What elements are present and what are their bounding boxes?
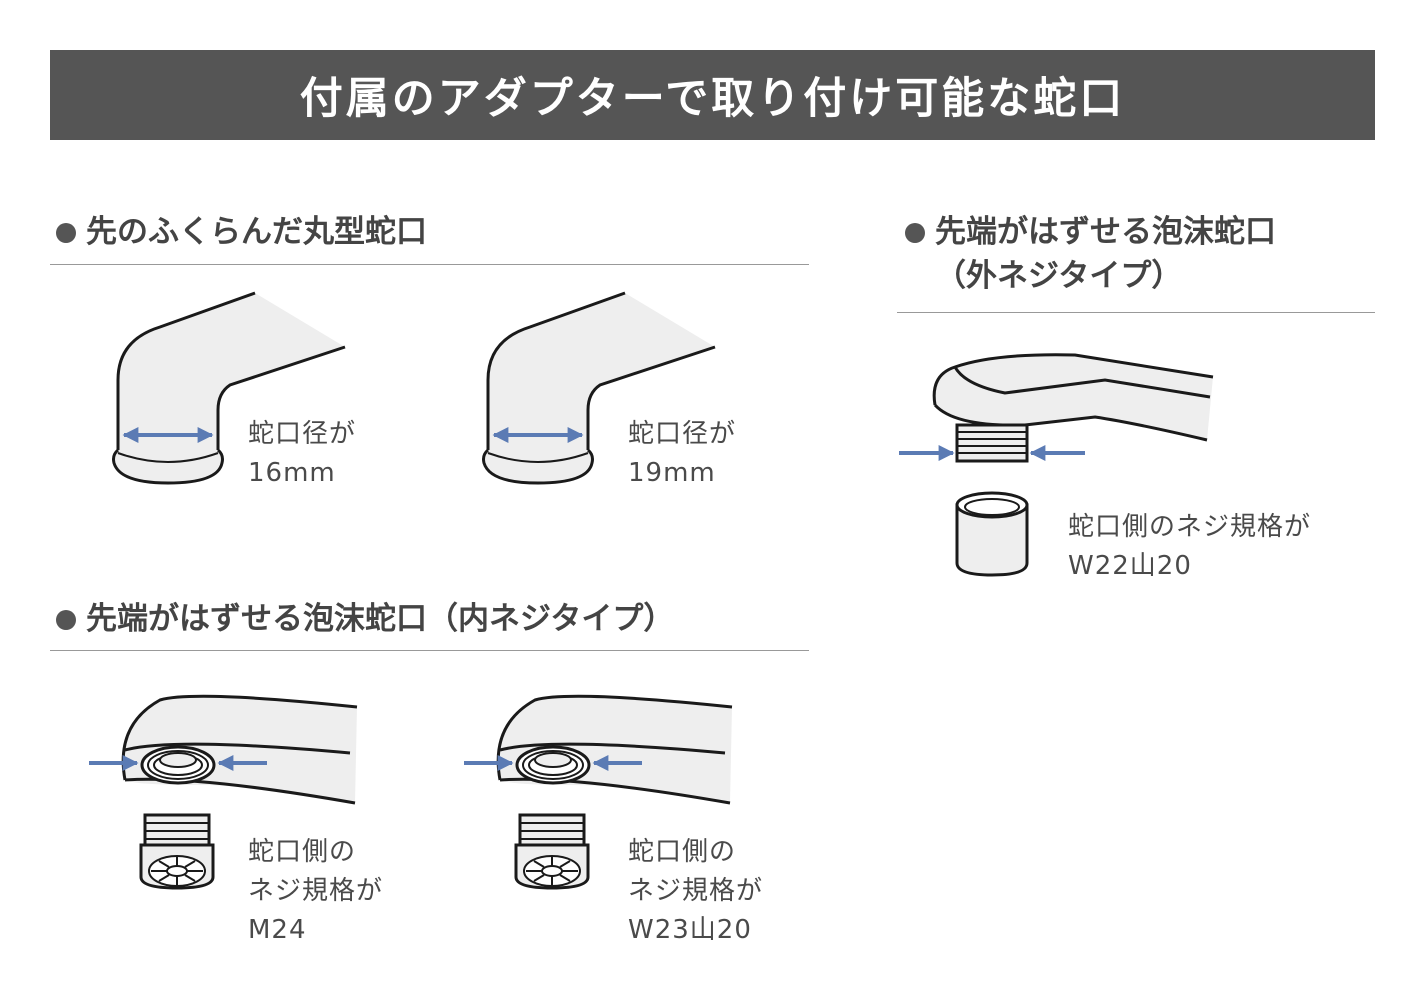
section-inner-heading-text: 先端がはずせる泡沫蛇口（内ネジタイプ） [86,601,675,637]
outer-thread-faucet-w22-illustration [899,353,1214,577]
caption-16mm: 蛇口径が 16mm [248,415,356,493]
section-round-rule [50,264,809,265]
page-title: 付属のアダプターで取り付け可能な蛇口 [299,74,1126,124]
caption-w22: 蛇口側のネジ規格が W22山20 [1068,508,1311,586]
inner-thread-faucet-m24-illustration [89,694,358,890]
inner-thread-faucet-w23-illustration [464,694,733,890]
caption-line: 蛇口側の [628,837,737,867]
bullet-icon [905,223,925,243]
section-inner-rule [50,650,809,651]
section-inner-heading: 先端がはずせる泡沫蛇口（内ネジタイプ） [56,597,674,641]
round-faucet-16mm-illustration [112,291,346,485]
bullet-icon [56,610,76,630]
bullet-icon [56,223,76,243]
caption-line: 16mm [248,458,336,488]
section-outer-heading: 先端がはずせる泡沫蛇口 （外ネジタイプ） [905,210,1276,298]
caption-line: 蛇口径が [628,419,737,449]
round-faucet-19mm-illustration [482,291,716,485]
section-round-heading-text: 先のふくらんだ丸型蛇口 [86,214,427,250]
caption-line: M24 [248,915,307,945]
caption-line: 19mm [628,458,716,488]
caption-19mm: 蛇口径が 19mm [628,415,736,493]
title-banner: 付属のアダプターで取り付け可能な蛇口 [50,50,1375,140]
caption-line: 蛇口側の [248,837,357,867]
section-outer-heading-line: （外ネジタイプ） [935,258,1183,294]
caption-w23: 蛇口側の ネジ規格が W23山20 [628,833,763,950]
section-outer-heading-line: 先端がはずせる泡沫蛇口 [935,214,1276,250]
caption-line: ネジ規格が [628,876,764,906]
caption-line: W22山20 [1068,551,1192,581]
caption-line: 蛇口側のネジ規格が [1068,512,1312,542]
section-round-heading: 先のふくらんだ丸型蛇口 [56,210,427,254]
caption-line: 蛇口径が [248,419,357,449]
caption-line: W23山20 [628,915,752,945]
section-outer-rule [897,312,1375,313]
caption-m24: 蛇口側の ネジ規格が M24 [248,833,383,950]
caption-line: ネジ規格が [248,876,384,906]
